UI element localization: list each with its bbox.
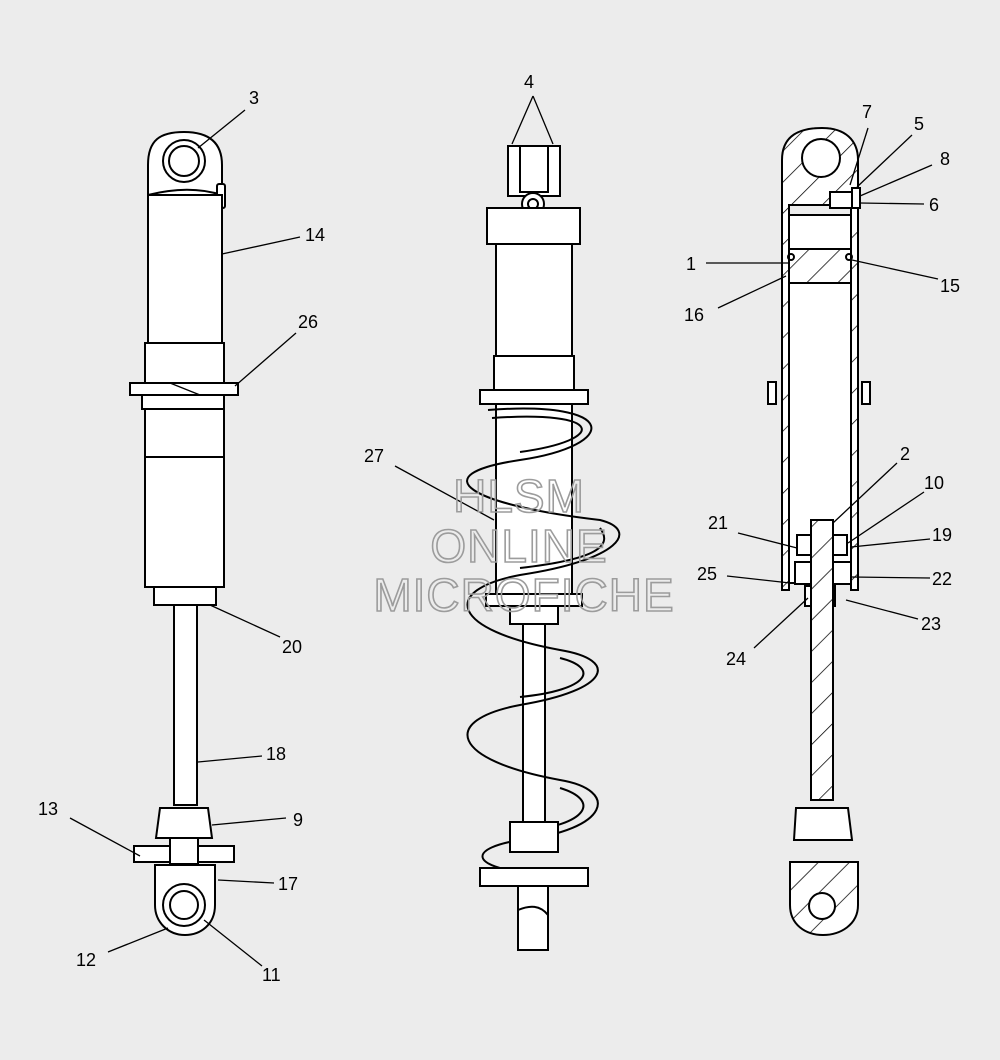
callout-15: 15 xyxy=(940,276,960,296)
callout-1: 1 xyxy=(686,254,696,274)
watermark-line-2: ONLINE xyxy=(430,520,607,572)
callout-20: 20 xyxy=(282,637,302,657)
callout-21: 21 xyxy=(708,513,728,533)
callout-9: 9 xyxy=(293,810,303,830)
shock-cross-section-view xyxy=(767,126,871,937)
callout-24: 24 xyxy=(726,649,746,669)
shock-coilover-view xyxy=(466,145,621,951)
callout-25: 25 xyxy=(697,564,717,584)
callout-labels: 1 2 3 4 5 6 7 8 9 10 11 12 13 14 15 16 1… xyxy=(38,72,960,985)
callout-6: 6 xyxy=(929,195,939,215)
callout-11: 11 xyxy=(262,965,281,985)
callout-16: 16 xyxy=(684,305,704,325)
callout-26: 26 xyxy=(298,312,318,332)
callout-27: 27 xyxy=(364,446,384,466)
callout-4: 4 xyxy=(524,72,534,92)
callout-17: 17 xyxy=(278,874,298,894)
callout-18: 18 xyxy=(266,744,286,764)
shock-exterior-view xyxy=(129,130,239,937)
callout-22: 22 xyxy=(932,569,952,589)
callout-8: 8 xyxy=(940,149,950,169)
watermark: HLSM ONLINE MICROFICHE xyxy=(373,469,675,622)
callout-5: 5 xyxy=(914,114,924,134)
callout-14: 14 xyxy=(305,225,325,245)
watermark-line-3: MICROFICHE xyxy=(373,569,674,621)
callout-19: 19 xyxy=(932,525,952,545)
callout-3: 3 xyxy=(249,88,259,108)
leader-lines xyxy=(69,95,939,967)
callout-7: 7 xyxy=(862,102,872,122)
callout-13: 13 xyxy=(38,799,58,819)
callout-12: 12 xyxy=(76,950,96,970)
callout-23: 23 xyxy=(921,614,941,634)
watermark-line-1: HLSM xyxy=(453,470,585,522)
callout-2: 2 xyxy=(900,444,910,464)
callout-10: 10 xyxy=(924,473,944,493)
